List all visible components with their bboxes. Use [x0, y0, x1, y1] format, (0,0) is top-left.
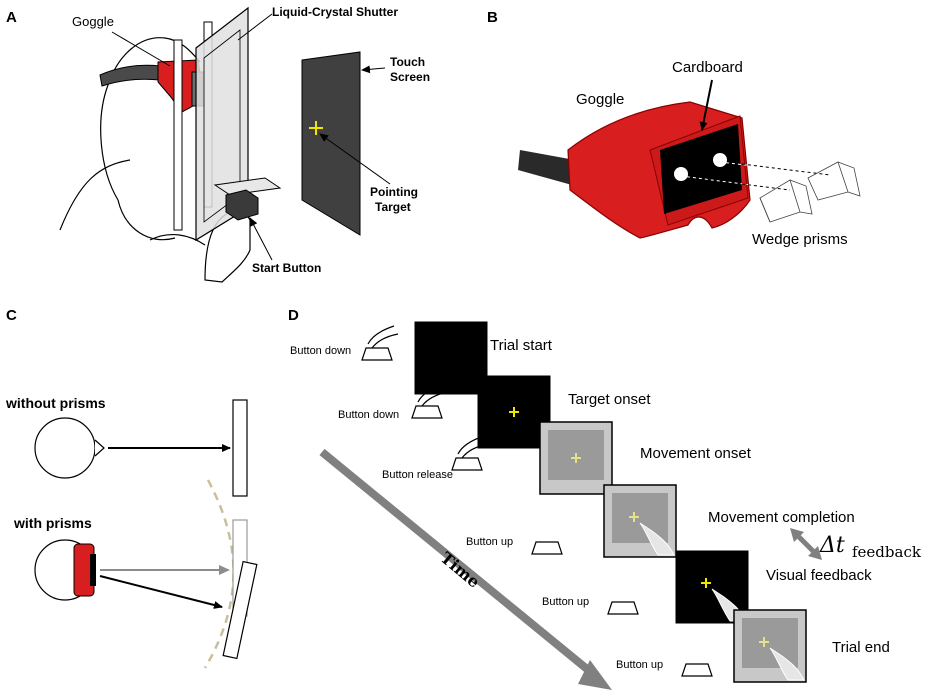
- button-caption: Button down: [290, 345, 351, 357]
- screen-frame-black: [414, 321, 488, 395]
- target-cross: [571, 453, 581, 463]
- delta-t-symbol: Δt: [819, 533, 845, 558]
- screen-inner: [742, 618, 798, 668]
- step-label: Visual feedback: [766, 567, 872, 584]
- button-caption: Button up: [616, 659, 663, 671]
- step-label: Trial start: [490, 337, 553, 354]
- time-arrow: [319, 448, 601, 682]
- touch-screen: [301, 51, 361, 236]
- base-plate: [213, 177, 282, 196]
- dashed-arc: [203, 479, 235, 669]
- button-caption: Button release: [382, 469, 453, 481]
- button-caption: Button up: [542, 596, 589, 608]
- sight-line-right-ext: [741, 163, 831, 176]
- label-without-prisms: without prisms: [5, 395, 106, 411]
- label-cardboard: Cardboard: [672, 59, 743, 76]
- start-button-box: [225, 189, 259, 221]
- shoulder-outline: [59, 159, 206, 246]
- panel-label-a: A: [6, 9, 17, 26]
- step-label: Movement onset: [640, 445, 752, 462]
- panel-label-c: C: [6, 307, 17, 324]
- label-pointing: Pointing: [370, 185, 418, 199]
- pointing-target-cross: [309, 121, 323, 135]
- eye-lens-without: [94, 439, 105, 457]
- panel-label-d: D: [288, 307, 299, 324]
- button-icon: [607, 601, 639, 615]
- panel-c: C without prisms with prisms: [5, 307, 258, 669]
- frame-post-left: [173, 39, 183, 231]
- step-label: Movement completion: [708, 509, 855, 526]
- finger-icon: [457, 435, 489, 459]
- button-icon: [531, 541, 563, 555]
- time-arrowhead: [578, 660, 612, 690]
- button-icon: [681, 663, 713, 677]
- hand-silhouette: [769, 647, 805, 681]
- button-caption: Button up: [466, 536, 513, 548]
- timeline-step: Trial start Button down: [290, 321, 553, 395]
- leader-goggle: [111, 31, 171, 67]
- label-target: Target: [375, 200, 411, 214]
- panel-label-b: B: [487, 9, 498, 26]
- eye-hole-right: [713, 153, 727, 167]
- eye-hole-left: [674, 167, 688, 181]
- ray-actual: [99, 575, 223, 609]
- arrow-cardboard: [699, 79, 713, 131]
- label-goggle-a: Goggle: [72, 14, 114, 29]
- arrow-pointing-target: [319, 133, 391, 185]
- goggle-strap-b: [518, 150, 575, 185]
- eye-without: [34, 417, 96, 479]
- target-cross: [509, 407, 519, 417]
- hand-silhouette: [639, 522, 675, 556]
- panel-b: B Cardboard Goggle Wedge prisms: [487, 9, 861, 248]
- delta-t-label: Δt feedback: [819, 533, 922, 561]
- sight-line-right: [719, 161, 831, 176]
- button-caption: Button down: [338, 409, 399, 421]
- arrow-start-button: [249, 217, 273, 261]
- label-screen: Screen: [390, 70, 430, 84]
- label-shutter: Liquid-Crystal Shutter: [272, 5, 398, 19]
- button-icon: [411, 405, 443, 419]
- label-wedge-prisms: Wedge prisms: [752, 231, 848, 248]
- button-icon: [361, 347, 393, 361]
- arrow-touch-screen: [361, 65, 386, 74]
- step-label: Target onset: [568, 391, 651, 408]
- screen-inner: [612, 493, 668, 543]
- sight-line-left-ext: [741, 183, 791, 191]
- double-arrow: [790, 528, 822, 560]
- target-cross: [759, 637, 769, 647]
- label-with-prisms: with prisms: [13, 515, 92, 531]
- target-cross: [629, 512, 639, 522]
- wedge-prism-left: [759, 179, 813, 223]
- cardboard-b: [660, 124, 742, 214]
- target-cross: [701, 578, 711, 588]
- step-label: Trial end: [832, 639, 890, 656]
- screen-tilted: [222, 560, 258, 660]
- finger-icon: [367, 325, 399, 349]
- button-icon: [451, 457, 483, 471]
- screen-without: [232, 399, 248, 497]
- label-start-button: Start Button: [252, 261, 321, 275]
- wedge-prism-right: [807, 161, 861, 201]
- panel-a: A Goggle Liquid-Crystal Shutter Touch: [6, 5, 430, 283]
- label-touch: Touch: [390, 55, 425, 69]
- delta-t-subscript: feedback: [852, 543, 922, 561]
- goggle-strap: [99, 64, 161, 87]
- time-label: Time: [437, 548, 484, 592]
- finger-icon: [417, 383, 449, 407]
- label-goggle-b: Goggle: [576, 91, 624, 108]
- prism-c: [90, 554, 96, 586]
- leader-shutter: [237, 13, 273, 41]
